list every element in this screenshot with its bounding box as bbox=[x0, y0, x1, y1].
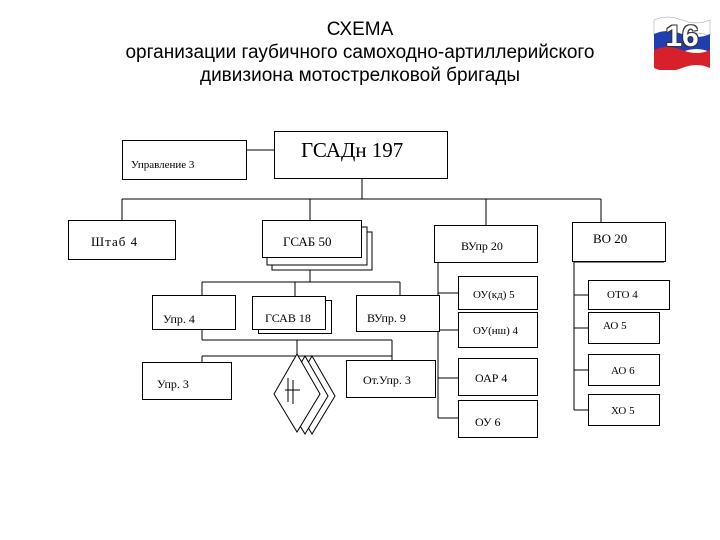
diagram-title: СХЕМА организации гаубичного самоходно-а… bbox=[40, 18, 680, 87]
node-ao-6-label: АО 6 bbox=[611, 365, 635, 377]
node-ou-nsh: ОУ(нш) 4 bbox=[458, 312, 538, 348]
node-oar: ОАР 4 bbox=[458, 358, 538, 396]
slide-number: 16 bbox=[665, 20, 699, 53]
node-ou-6-label: ОУ 6 bbox=[475, 415, 501, 429]
title-line-2: организации гаубичного самоходно-артилле… bbox=[125, 42, 595, 63]
node-vupr-9: ВУпр. 9 bbox=[356, 295, 440, 332]
node-ot-upr: От.Упр. 3 bbox=[346, 360, 436, 398]
node-ou-kd: ОУ(кд) 5 bbox=[458, 276, 538, 310]
node-ou-nsh-label: ОУ(нш) 4 bbox=[473, 325, 519, 337]
node-vo: ВО 20 bbox=[572, 222, 666, 262]
node-battery-label: ГСАБ 50 bbox=[283, 234, 332, 249]
node-oto: ОТО 4 bbox=[588, 280, 670, 310]
node-oto-label: ОТО 4 bbox=[607, 289, 638, 301]
node-upr-3-label: Упр. 3 bbox=[157, 377, 189, 391]
node-ou-kd-label: ОУ(кд) 5 bbox=[473, 289, 515, 301]
node-vupr-20: ВУпр 20 bbox=[434, 225, 538, 263]
node-staff: Штаб 4 bbox=[68, 220, 176, 260]
node-management: Управление 3 bbox=[122, 140, 247, 180]
node-battery: ГСАБ 50 bbox=[262, 220, 362, 258]
node-ao-5-label: АО 5 bbox=[603, 320, 627, 332]
node-gsadn: ГСАДн 197 bbox=[274, 131, 448, 179]
node-ao-5: АО 5 bbox=[588, 312, 660, 344]
node-upr-4-label: Упр. 4 bbox=[163, 312, 195, 326]
node-ao-6: АО 6 bbox=[588, 354, 660, 386]
node-upr-3: Упр. 3 bbox=[142, 362, 232, 400]
title-line-3: дивизиона мотострелковой бригады bbox=[199, 65, 520, 86]
title-line-1: СХЕМА bbox=[326, 19, 394, 40]
node-gsav-label: ГСАВ 18 bbox=[265, 311, 311, 325]
node-ot-upr-label: От.Упр. 3 bbox=[363, 373, 411, 387]
russian-flag-icon bbox=[653, 16, 711, 70]
node-vupr-20-label: ВУпр 20 bbox=[461, 239, 503, 253]
node-gsav: ГСАВ 18 bbox=[252, 296, 326, 330]
node-ou-6: ОУ 6 bbox=[458, 400, 538, 438]
node-xo: ХО 5 bbox=[588, 394, 660, 426]
diamond-stack-icon bbox=[273, 352, 336, 435]
node-vo-label: ВО 20 bbox=[593, 231, 628, 246]
node-vupr-9-label: ВУпр. 9 bbox=[367, 311, 406, 325]
node-upr-4: Упр. 4 bbox=[152, 295, 236, 330]
node-management-label: Управление 3 bbox=[131, 159, 195, 171]
node-xo-label: ХО 5 bbox=[611, 405, 635, 417]
node-staff-label: Штаб 4 bbox=[91, 234, 139, 249]
node-oar-label: ОАР 4 bbox=[475, 371, 508, 385]
node-gsadn-label: ГСАДн 197 bbox=[301, 138, 404, 162]
